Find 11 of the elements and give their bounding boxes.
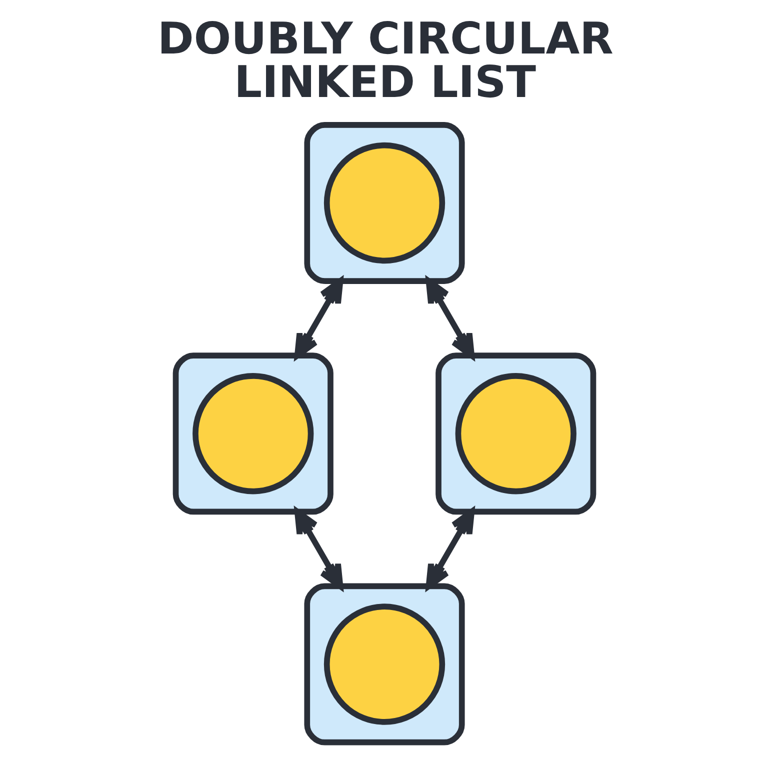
node-circle xyxy=(323,142,445,264)
node-circle xyxy=(323,604,445,725)
node-circle xyxy=(192,373,314,494)
cluster xyxy=(435,352,596,515)
arrow xyxy=(425,508,474,590)
node-circle xyxy=(454,373,576,494)
diagram-title: DOUBLY CIRCULAR LINKED LIST xyxy=(157,13,613,108)
cluster xyxy=(172,352,333,515)
arrow xyxy=(294,508,343,590)
cluster xyxy=(304,122,464,284)
cluster xyxy=(304,583,464,746)
